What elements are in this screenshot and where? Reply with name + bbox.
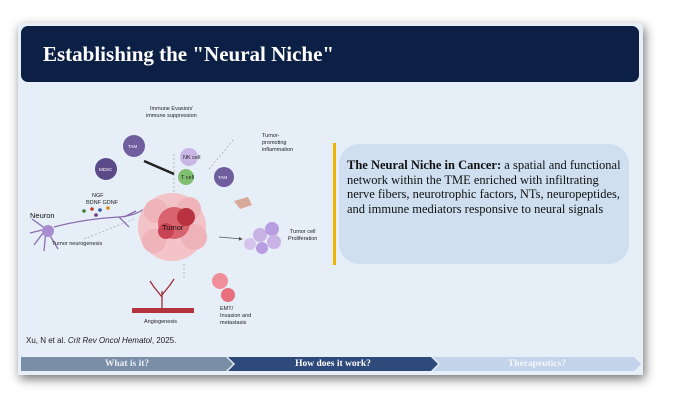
definition-callout: The Neural Niche in Cancer: a spatial an… [339, 144, 629, 264]
angiogenesis-icon [132, 278, 194, 313]
citation-year: , 2025. [151, 336, 177, 345]
tumor-promoting-label-2: promoting [262, 140, 286, 146]
svg-text:TAM: TAM [128, 144, 137, 149]
citation: Xu, N et al. Crit Rev Oncol Hematol, 202… [26, 336, 176, 345]
callout-accent-bar [333, 143, 336, 265]
nav-step-how-does-it-work[interactable]: How does it work? [228, 357, 438, 371]
immune-evasion-label: Immune Evasion/ [150, 106, 193, 112]
fibroblast-icon [234, 197, 252, 209]
immune-suppression-label: immune suppression [146, 113, 197, 119]
tumor-promoting-label-1: Tumor- [262, 133, 280, 139]
svg-text:T cell: T cell [181, 175, 194, 181]
neuron-icon [29, 208, 145, 252]
tumor-label: Tumor [162, 223, 184, 232]
progress-nav: What is it? How does it work? Therapeuti… [21, 357, 641, 371]
neurotrophic-factor-dots [82, 206, 110, 217]
svg-text:NK cell: NK cell [183, 155, 200, 161]
ngf-label: NGF [92, 193, 104, 199]
angiogenesis-label: Angiogenesis [144, 319, 177, 325]
t-cell-icon: T cell [178, 169, 194, 185]
neuron-label: Neuron [30, 211, 55, 220]
title-bar: Establishing the "Neural Niche" [21, 26, 639, 82]
svg-text:MDSC: MDSC [99, 167, 113, 172]
emt-label-3: metastasis [220, 320, 247, 326]
emt-label-2: Invasion and [220, 313, 251, 319]
tumor-promoting-label-3: inflammation [262, 147, 293, 153]
emt-cells-icon [212, 273, 235, 302]
emt-label-1: EMT/ [220, 306, 234, 312]
neural-niche-diagram: Neuron Tumor neurogenesis NGF BDNF GDNF [29, 106, 317, 326]
proliferation-cells-icon [244, 222, 281, 254]
slide-title: Establishing the "Neural Niche" [43, 42, 335, 66]
svg-text:TAM: TAM [218, 175, 227, 180]
citation-authors: Xu, N et al. [26, 336, 66, 345]
tumor-mass-icon [138, 193, 207, 261]
nav-step-therapeutics[interactable]: Therapeutics? [433, 357, 641, 371]
nav-step-what-is-it[interactable]: What is it? [21, 357, 233, 371]
nk-cell-icon: NK cell [180, 148, 200, 166]
callout-term: The Neural Niche in Cancer: [347, 158, 502, 172]
tam-cell-2-icon: TAM [214, 167, 234, 187]
tumor-cell-label-2: Proliferation [288, 236, 317, 242]
neural-niche-figure: Neuron Tumor neurogenesis NGF BDNF GDNF [24, 99, 334, 331]
callout-text: The Neural Niche in Cancer: a spatial an… [347, 158, 623, 216]
citation-journal: Crit Rev Oncol Hematol [67, 336, 152, 345]
mdsc-cell-icon: MDSC [95, 158, 117, 180]
tumor-cell-label-1: Tumor cell [290, 229, 315, 235]
tumor-neurogenesis-label: Tumor neurogenesis [52, 241, 102, 247]
callout-definition: a spatial and functional network within … [347, 158, 621, 216]
tam-cell-icon: TAM [123, 135, 145, 157]
bdnf-label: BDNF GDNF [86, 200, 119, 206]
slide: Establishing the "Neural Niche" Neuron [18, 23, 643, 375]
